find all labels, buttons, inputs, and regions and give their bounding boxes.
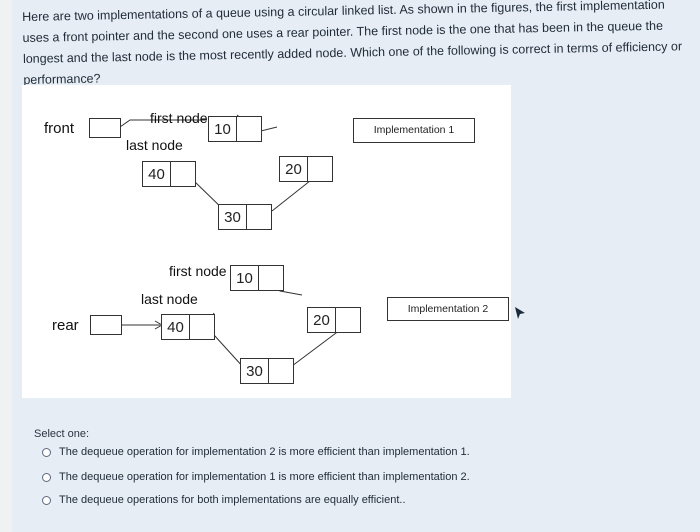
impl2-node-30: 30	[240, 358, 294, 384]
mouse-cursor-icon	[513, 306, 527, 325]
radio-icon[interactable]	[42, 472, 51, 482]
impl1-node-40: 40	[142, 161, 196, 187]
node-value: 30	[241, 359, 269, 383]
node-value: 10	[231, 266, 259, 290]
node-value: 20	[308, 308, 336, 332]
impl2-node-20: 20	[307, 307, 361, 333]
select-one-label: Select one:	[34, 428, 90, 440]
impl1-node-20: 20	[279, 156, 333, 182]
option-1-text: The dequeue operation for implementation…	[59, 446, 470, 458]
arrow2-30-to-40	[213, 334, 245, 369]
node-value: 10	[209, 117, 237, 141]
queue-figure: front first node last node 10 20 30 40 I…	[22, 85, 511, 398]
rear-pointer-box	[90, 315, 122, 335]
front-label: front	[44, 120, 75, 137]
front-pointer-box	[89, 118, 121, 138]
node-value: 30	[219, 205, 247, 229]
question-text: Here are two implementations of a queue …	[22, 0, 683, 87]
impl2-node-10: 10	[230, 265, 284, 291]
option-2[interactable]: The dequeue operation for implementation…	[42, 471, 470, 483]
impl1-node-30: 30	[218, 204, 272, 230]
implementation-2-label: Implementation 2	[387, 297, 509, 321]
option-1[interactable]: The dequeue operation for implementation…	[42, 446, 470, 458]
first-node-label-1: first node	[150, 110, 208, 126]
option-3[interactable]: The dequeue operations for both implemen…	[42, 494, 406, 506]
last-node-label-2: last node	[141, 291, 198, 307]
radio-icon[interactable]	[42, 495, 51, 505]
node-value: 20	[280, 157, 308, 181]
node-value: 40	[143, 162, 171, 186]
impl2-node-40: 40	[161, 314, 215, 340]
node-value: 40	[162, 315, 190, 339]
implementation-1-label: Implementation 1	[353, 118, 475, 143]
last-node-label-1: last node	[126, 137, 183, 153]
option-3-text: The dequeue operations for both implemen…	[59, 494, 406, 506]
first-node-label-2: first node	[169, 263, 227, 279]
arrow2-20-to-30	[291, 329, 341, 367]
rear-label: rear	[52, 317, 79, 334]
impl1-node-10: 10	[208, 116, 262, 142]
option-2-text: The dequeue operation for implementation…	[59, 471, 470, 483]
arrow-front-to-first	[119, 119, 207, 128]
radio-icon[interactable]	[42, 447, 51, 457]
